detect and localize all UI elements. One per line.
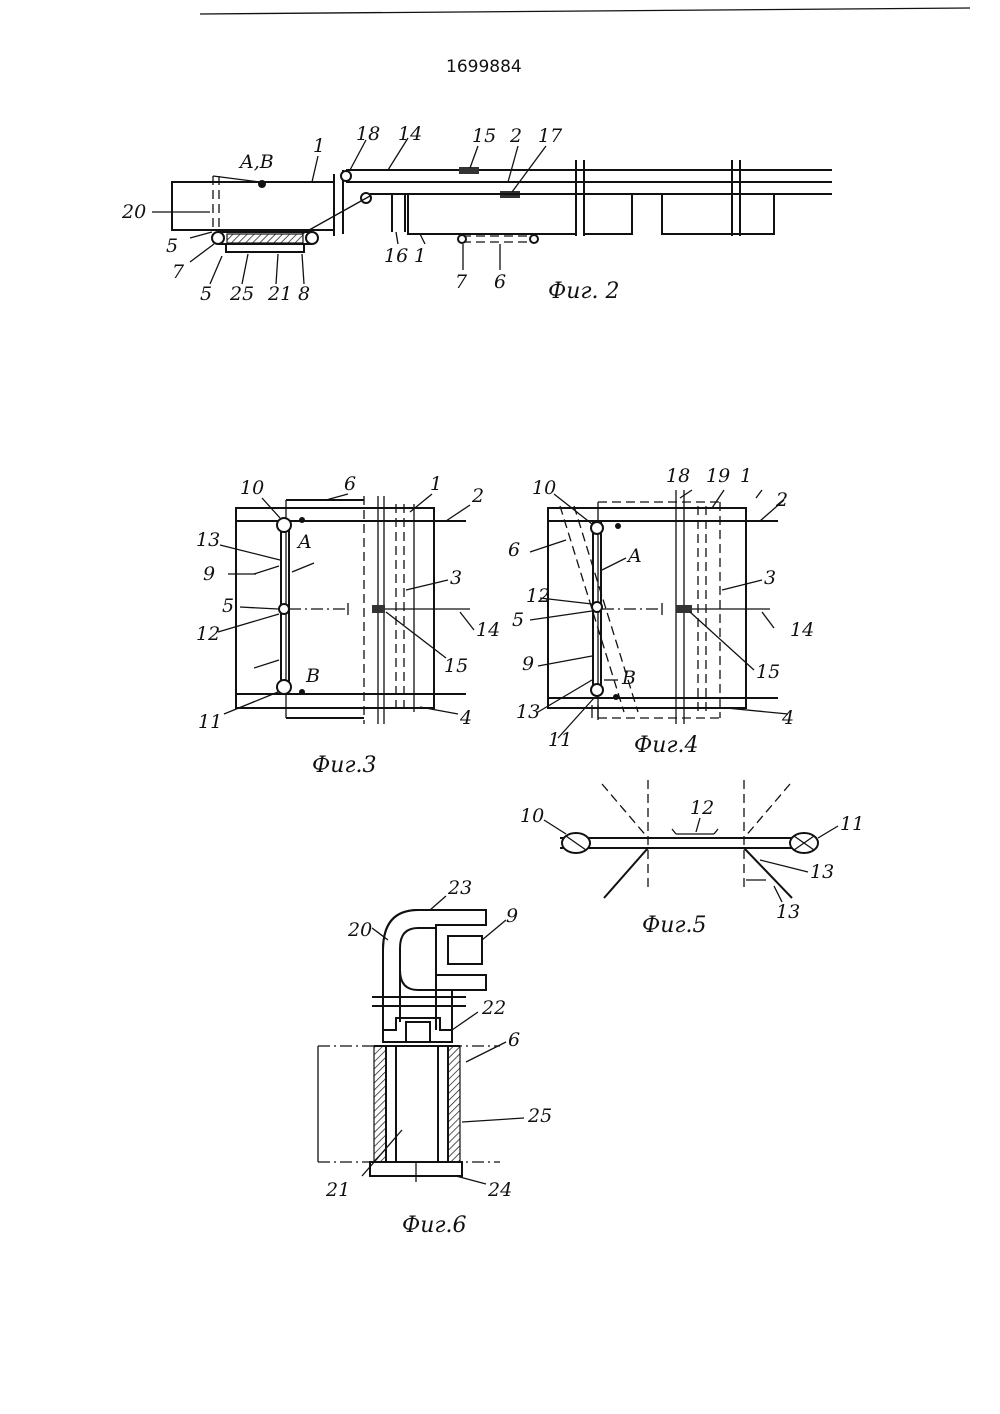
- label: 25: [527, 1105, 552, 1127]
- label: 24: [487, 1179, 512, 1201]
- label: 17: [538, 125, 563, 147]
- label: 20: [121, 201, 146, 223]
- label: A: [626, 545, 642, 567]
- label: 9: [522, 653, 534, 675]
- label: 1: [430, 473, 442, 495]
- label: 12: [196, 623, 220, 645]
- label: 13: [810, 861, 834, 883]
- label: 11: [198, 711, 222, 733]
- label: 1: [414, 245, 426, 267]
- label: 14: [790, 619, 814, 641]
- label: 5: [166, 235, 178, 257]
- label: 6: [494, 271, 506, 293]
- element-15: [372, 605, 385, 613]
- figure-caption: Фиг.5: [642, 913, 707, 938]
- label: 2: [509, 125, 522, 147]
- label: 18: [356, 123, 380, 145]
- figure-caption: Фиг.6: [402, 1213, 467, 1238]
- label: 19: [706, 465, 730, 487]
- label: 14: [476, 619, 500, 641]
- label: 23: [447, 877, 472, 899]
- label: 13: [196, 529, 220, 551]
- label: 1: [740, 465, 752, 487]
- label: 25: [229, 283, 254, 305]
- label: 9: [203, 563, 215, 585]
- label: 13: [516, 701, 540, 723]
- label: B: [305, 665, 320, 687]
- figure-3: 10 6 1 2 13 A 9 3 5 12 14 15 B 11 4 Фиг.…: [196, 473, 500, 778]
- label: 11: [840, 813, 864, 835]
- label: 22: [481, 997, 506, 1019]
- figure-5: 10 12 11 13 13 Фиг.5: [520, 780, 864, 938]
- label: 16: [384, 245, 408, 267]
- label: 6: [344, 473, 356, 495]
- hatched-block-21: [227, 234, 303, 243]
- label: 18: [666, 465, 690, 487]
- label: 7: [455, 271, 468, 293]
- scan-edge: [200, 8, 970, 14]
- label: B: [621, 667, 636, 689]
- label: 6: [508, 1029, 520, 1051]
- figure-6: 23 20 9 22 6 25 21 24 Фиг.6: [318, 877, 552, 1238]
- car-outline: [548, 508, 746, 708]
- label: 6: [508, 539, 520, 561]
- element-15: [676, 605, 692, 613]
- label: 13: [776, 901, 800, 923]
- label: 10: [520, 805, 544, 827]
- label: 15: [444, 655, 468, 677]
- label: 2: [471, 485, 484, 507]
- label: 11: [548, 729, 572, 751]
- figure-caption: Фиг.3: [312, 753, 377, 778]
- label: 3: [450, 567, 462, 589]
- label: 4: [459, 707, 472, 729]
- label: 20: [347, 919, 372, 941]
- label-AB: A,B: [238, 151, 274, 173]
- label: 1: [313, 135, 325, 157]
- label: 8: [298, 283, 310, 305]
- label: 12: [526, 585, 550, 607]
- element-15: [459, 167, 479, 174]
- label: 21: [267, 283, 292, 305]
- label: 7: [172, 261, 185, 283]
- label: 9: [506, 905, 518, 927]
- figure-caption: Фиг. 2: [548, 279, 620, 304]
- label: A: [296, 531, 312, 553]
- label: 21: [325, 1179, 350, 1201]
- figure-4: 18 19 1 10 2 6 A 3 12 5 14 15 9 B 13 11 …: [508, 465, 814, 758]
- label: 14: [398, 123, 422, 145]
- label: 2: [775, 489, 788, 511]
- figure-caption: Фиг.4: [634, 733, 699, 758]
- figure-2: A,B 1 18 14 15 2 17 20 5 7 5 25 21 8 16 …: [121, 123, 832, 305]
- label: 15: [472, 125, 496, 147]
- label: 5: [200, 283, 212, 305]
- label: 5: [222, 595, 234, 617]
- label: 10: [532, 477, 556, 499]
- label: 5: [512, 609, 524, 631]
- label: 4: [781, 707, 794, 729]
- label: 10: [240, 477, 264, 499]
- car-body-right: [408, 194, 576, 234]
- label: 15: [756, 661, 780, 683]
- car-body-left: [172, 182, 334, 230]
- label: 3: [764, 567, 776, 589]
- label: 12: [690, 797, 714, 819]
- page-number: 1699884: [446, 57, 522, 77]
